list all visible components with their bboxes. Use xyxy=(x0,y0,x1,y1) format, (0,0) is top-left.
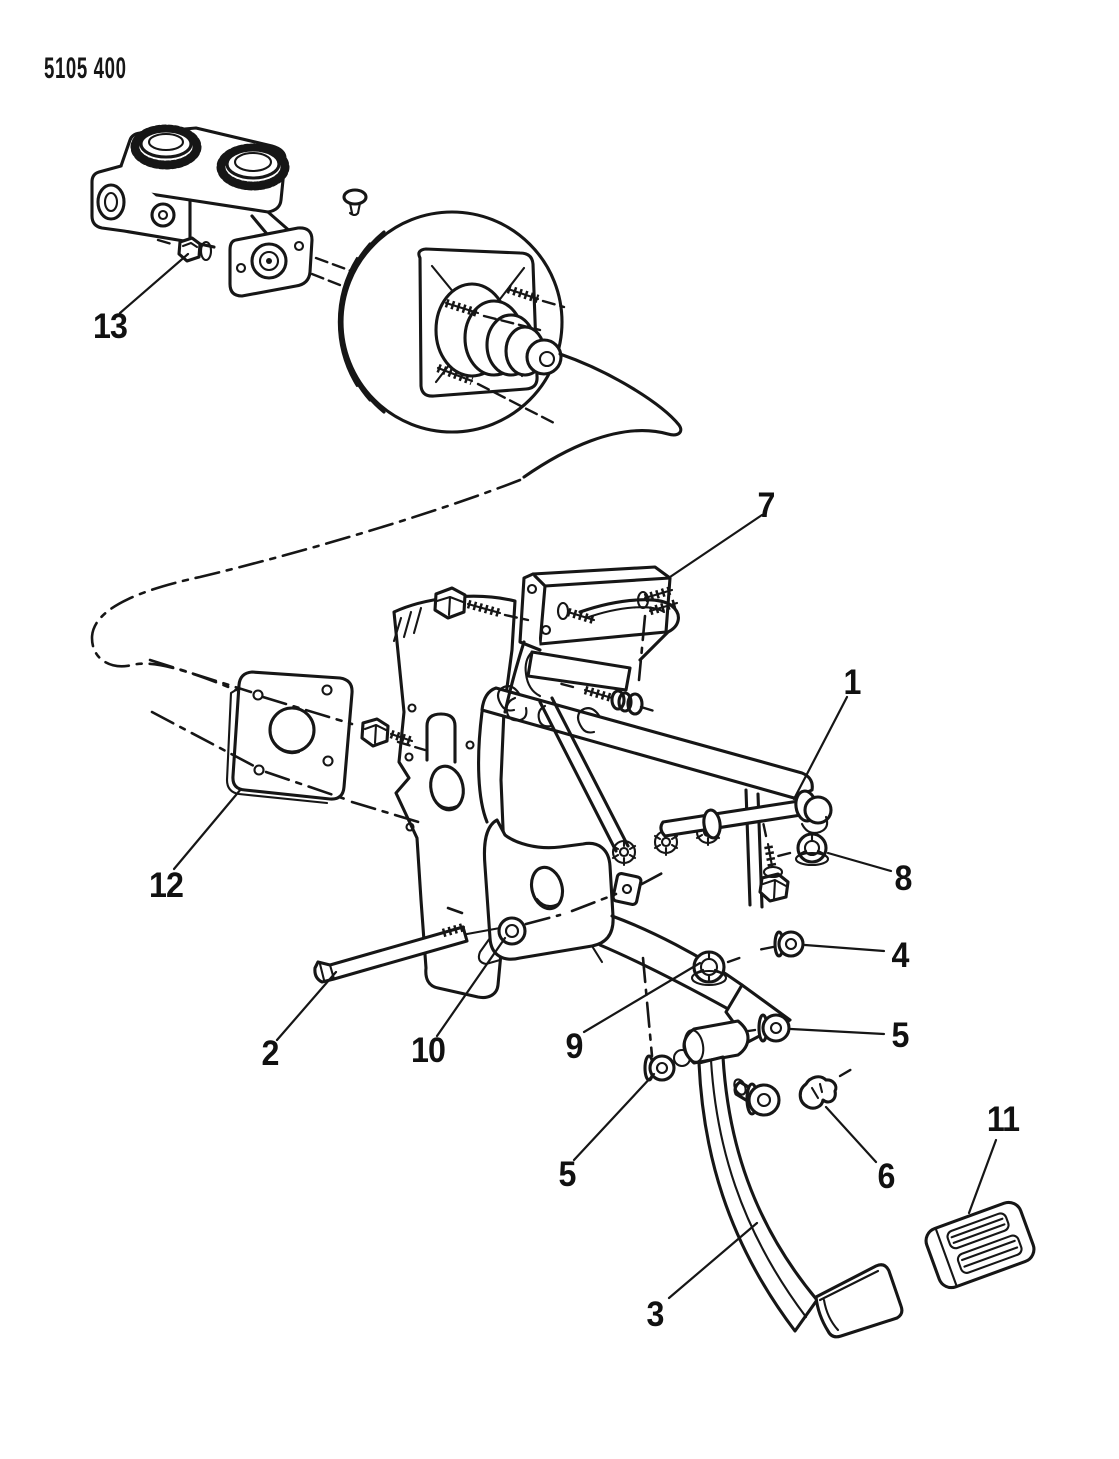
callout-6: 6 xyxy=(877,1157,896,1196)
callout-11: 11 xyxy=(986,1100,1020,1139)
callout-12: 12 xyxy=(149,866,184,905)
callout-8: 8 xyxy=(894,859,913,898)
pedal-bracket-drawing xyxy=(477,685,814,1044)
callout-13: 13 xyxy=(93,307,128,346)
callout-1: 1 xyxy=(843,663,862,702)
gasket-drawing xyxy=(225,670,354,805)
callout-10: 10 xyxy=(411,1031,446,1070)
callout-leader-lines xyxy=(118,252,998,1300)
callout-5: 5 xyxy=(558,1155,577,1194)
figure-part-code: 5105 400 xyxy=(44,52,127,85)
callout-4: 4 xyxy=(891,936,910,975)
brake-booster-drawing xyxy=(337,188,566,434)
pedal-pad-drawing xyxy=(924,1200,1036,1290)
callout-5: 5 xyxy=(891,1016,910,1055)
callout-7: 7 xyxy=(757,486,776,525)
callout-3: 3 xyxy=(646,1295,665,1334)
callout-9: 9 xyxy=(565,1027,584,1066)
brake-pedal-drawing xyxy=(682,1019,904,1339)
master-cylinder-drawing xyxy=(90,124,356,298)
push-rod-drawing xyxy=(313,868,670,984)
upper-bracket-drawing xyxy=(433,565,680,728)
pivot-shaft-drawing xyxy=(659,789,833,903)
callout-2: 2 xyxy=(261,1034,280,1073)
pivot-fasteners-drawing xyxy=(643,930,805,1082)
